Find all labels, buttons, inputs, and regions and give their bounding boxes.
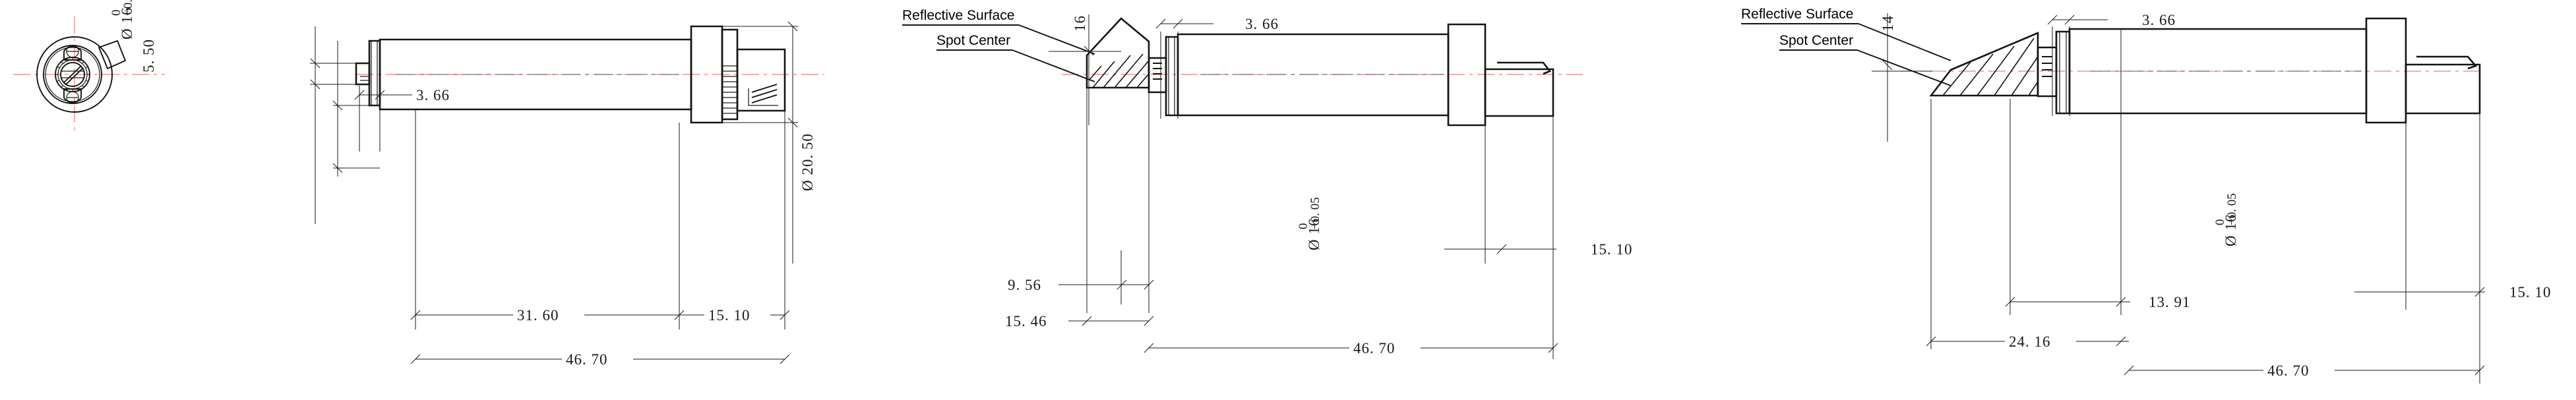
side-view-2-wedge-hatch — [1088, 53, 1150, 88]
leader-text-spot-center-v3: Spot Center — [1779, 33, 1853, 48]
dim-text-v3-tol-lower: −0. 05 — [2225, 193, 2239, 225]
dim-tick-v2-4670 — [1144, 343, 1558, 353]
dim-text-v2-16: 16 — [1072, 15, 1088, 32]
side-view-1-nose-threads — [360, 76, 369, 81]
dim-text-v1-dia2050: Ø 20. 50 — [799, 133, 816, 191]
side-view-2-neck-threads — [1153, 63, 1162, 80]
side-view-1-flange-lines — [371, 41, 378, 105]
front-view-screw-boss-bottom — [63, 88, 82, 103]
dim-text-v3-14: 14 — [1880, 15, 1896, 32]
side-view-2-flange-lines — [1168, 37, 1175, 115]
dim-tick-v2-956 — [1117, 279, 1154, 290]
dim-text-v3-4670: 46. 70 — [2267, 362, 2310, 379]
dim-tick-v3-1391 — [2005, 297, 2126, 307]
front-view-slot-circle — [60, 62, 85, 87]
side-view-2: Reflective Surface Spot Center — [902, 8, 1633, 359]
side-view-2-cable-boot — [1484, 68, 1554, 117]
dim-tick-dia16 — [310, 58, 321, 90]
side-view-3-collar — [2365, 17, 2407, 124]
leader-text-spot-center-v2: Spot Center — [936, 33, 1010, 48]
dim-tick-v3-2416 — [1926, 336, 2126, 347]
front-view-inner-ring-inner — [45, 47, 100, 102]
dim-text-v2-4670: 46. 70 — [1353, 340, 1395, 357]
dim-tick-550 — [332, 100, 343, 173]
dim-text-v1-1510: 15. 10 — [708, 307, 751, 324]
dim-tick-v2-366 — [1155, 18, 1183, 29]
side-view-1-boot-edge — [748, 88, 778, 106]
dim-text-v2-366: 3. 66 — [1245, 16, 1279, 32]
side-view-3-neck-threads — [2042, 56, 2052, 77]
front-view-key-tab — [98, 40, 127, 70]
dim-text-v3-1510: 15. 10 — [2509, 284, 2552, 300]
dim-text-v3-1391: 13. 91 — [2149, 294, 2191, 310]
dim-tick-v3-4670 — [2124, 365, 2485, 376]
dim-text-v1-4670: 46. 70 — [566, 351, 608, 368]
leader-arrow-spot-v2 — [1012, 49, 1095, 82]
dim-tick-v3-1510 — [2474, 287, 2485, 297]
side-view-1-thread-lines — [722, 65, 737, 114]
dim-text-v2-1510: 15. 10 — [1591, 241, 1633, 258]
dim-text-v2-dia16: Ø 16 — [1306, 218, 1322, 250]
side-view-3-flange — [2055, 30, 2071, 115]
dim-text-bg-4670 — [562, 350, 633, 368]
dim-tick-4670 — [410, 354, 790, 364]
dim-text-v3-dia16: Ø 16 — [2223, 214, 2239, 246]
side-view-3-wedge-head — [1929, 32, 2039, 97]
dim-text-bg-v3-4670 — [2263, 361, 2335, 380]
front-view-outer-circle — [36, 36, 113, 113]
dim-tick-1510 — [780, 310, 790, 320]
dim-tick-v2-1546 — [1082, 316, 1154, 326]
dim-tick-v2-1510 — [1496, 244, 1507, 254]
side-view-1-cable-boot — [736, 48, 786, 112]
dim-text-v1-550: 5. 50 — [140, 39, 157, 72]
side-view-3-boot-tab — [2416, 55, 2478, 70]
side-view-2-flange — [1165, 36, 1179, 117]
dim-text-bg-v3-2416 — [2005, 332, 2076, 351]
leader-text-reflective-surface-v3: Reflective Surface — [1741, 7, 1853, 22]
front-view-slot-cross — [61, 71, 84, 78]
dim-text-v3-366: 3. 66 — [2142, 12, 2176, 28]
side-view-3-flange-lines — [2059, 32, 2067, 113]
side-view-3-neck — [2037, 46, 2058, 98]
dim-text-v2-1546: 15. 46 — [1005, 313, 1047, 329]
side-view-2-boot-tab — [1497, 61, 1552, 75]
side-view-3-cable-boot — [2405, 63, 2481, 115]
dim-text-v1-tol-lower: −0. 05 — [121, 0, 135, 16]
front-view-slot-diagonal — [63, 65, 84, 86]
dim-text-v1-dia16: Ø 16 — [119, 7, 135, 40]
dim-text-v2-tol-upper: 0 — [1297, 223, 1310, 230]
leader-text-reflective-surface-v2: Reflective Surface — [902, 8, 1014, 23]
dim-text-v1-366: 3. 66 — [416, 87, 450, 103]
side-view-1-connector-thread — [721, 28, 739, 121]
dim-text-v3-tol-upper: 0 — [2213, 219, 2227, 226]
dim-tick-2050 — [787, 21, 798, 128]
side-view-3-wedge-hatch — [1942, 38, 2039, 96]
leader-arrow-reflective-v2 — [1018, 24, 1095, 55]
front-view-knurl — [55, 57, 90, 92]
side-view-1-nose — [355, 62, 371, 86]
dim-text-bg-3160 — [513, 306, 584, 324]
dim-text-v1-tol-upper: 0 — [109, 10, 123, 16]
dim-tick-v3-366 — [2047, 14, 2075, 25]
dim-text-bg-1510 — [704, 306, 770, 324]
dim-text-v3-2416: 24. 16 — [2009, 333, 2051, 350]
leader-arrow-spot-v3 — [1856, 49, 1951, 86]
leader-arrow-reflective-v3 — [1858, 23, 1951, 61]
side-view-3: Reflective Surface Spot Center — [1741, 7, 2552, 384]
dim-text-v1-3160: 31. 60 — [517, 307, 559, 324]
dim-text-v2-956: 9. 56 — [1008, 277, 1041, 293]
dim-text-v2-tol-lower: −0. 05 — [1308, 197, 1322, 229]
front-view — [13, 16, 165, 135]
front-view-screw-boss-top — [63, 45, 82, 61]
side-view-1: Ø 16 0 −0. 05 5. 50 3. 66 Ø 20. 50 31. 6… — [109, 0, 824, 368]
dim-tick-v3-14 — [1882, 60, 1893, 71]
dim-tick-v2-16 — [1084, 45, 1094, 56]
side-view-2-wedge-head — [1086, 17, 1150, 89]
dim-text-bg-v2-4670 — [1349, 339, 1421, 357]
dim-tick-366 — [354, 90, 385, 100]
side-view-1-boot-detail — [751, 84, 778, 103]
